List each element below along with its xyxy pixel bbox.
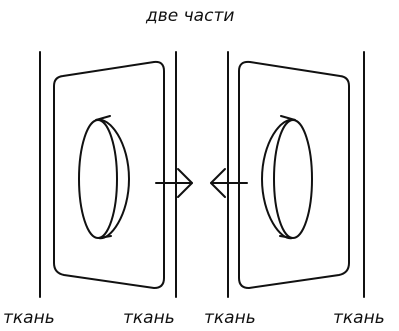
diagram-title: две части xyxy=(146,6,235,26)
fabric-label-3: ткань xyxy=(204,308,256,328)
right-plate xyxy=(238,60,350,289)
right-arrow xyxy=(155,168,193,198)
left-arrow xyxy=(210,168,248,198)
fabric-label-4: ткань xyxy=(333,308,385,328)
fabric-label-2: ткань xyxy=(123,308,175,328)
left-disc xyxy=(78,115,130,240)
fabric-label-1: ткань xyxy=(3,308,55,328)
left-plate xyxy=(53,60,165,289)
right-disc xyxy=(261,115,313,240)
